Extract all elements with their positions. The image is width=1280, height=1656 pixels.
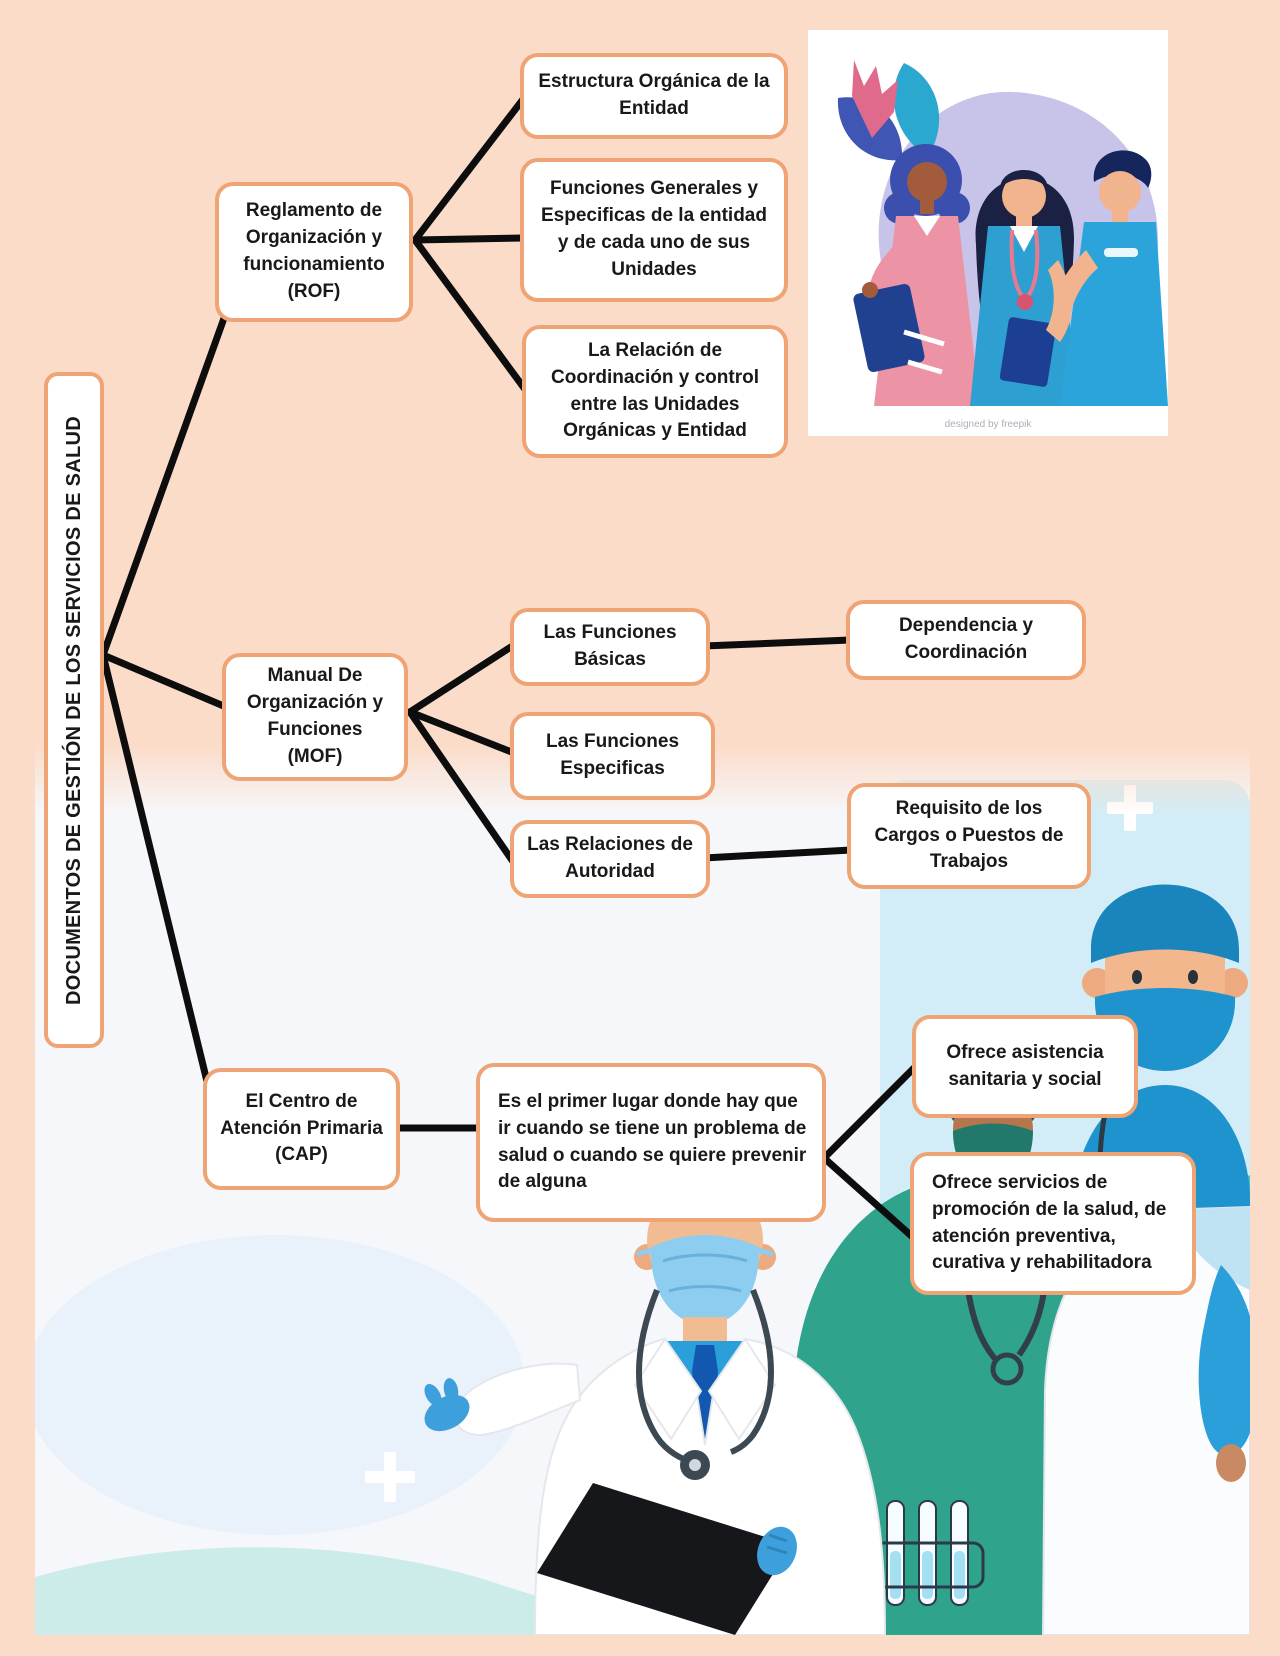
freepik-watermark: designed by freepik — [945, 419, 1033, 430]
plus-icon — [365, 1452, 415, 1502]
nurse-teal-figure — [970, 170, 1078, 406]
connector-line — [99, 292, 236, 659]
medical-team-illustration: designed by freepik — [808, 30, 1168, 436]
connector-line — [820, 1154, 920, 1244]
node-servicios-promocion-label: Ofrece servicios de promoción de la salu… — [932, 1171, 1167, 1274]
node-mof: Manual De Organización y Funciones (MOF) — [222, 653, 408, 781]
node-cap-label: El Centro de Atención Primaria (CAP) — [220, 1090, 383, 1166]
test-tubes-icon — [871, 1500, 985, 1606]
node-requisito-cargos-label: Requisito de los Cargos o Puestos de Tra… — [874, 797, 1064, 873]
node-cap: El Centro de Atención Primaria (CAP) — [203, 1068, 400, 1190]
connector-line — [406, 708, 520, 870]
connector-line — [411, 94, 528, 244]
connector-line — [411, 234, 528, 244]
connector-line — [700, 846, 855, 862]
node-funciones-generales: Funciones Generales y Especificas de la … — [520, 158, 788, 302]
node-rof-label: Reglamento de Organización y funcionamie… — [243, 200, 385, 302]
node-requisito-cargos: Requisito de los Cargos o Puestos de Tra… — [847, 783, 1091, 889]
connector-line — [406, 708, 518, 757]
connector-line — [99, 651, 230, 711]
connector-line — [99, 651, 216, 1106]
node-funciones-basicas-label: Las Funciones Básicas — [543, 622, 677, 670]
root-title-box: DOCUMENTOS DE GESTIÓN DE LOS SERVICIOS D… — [44, 372, 104, 1048]
connector-line — [700, 636, 854, 650]
node-dependencia-coordinacion: Dependencia y Coordinación — [846, 600, 1086, 680]
node-mof-label: Manual De Organización y Funciones (MOF) — [246, 665, 384, 767]
node-relaciones-autoridad: Las Relaciones de Autoridad — [510, 820, 710, 898]
root-title-label: DOCUMENTOS DE GESTIÓN DE LOS SERVICIOS D… — [62, 415, 85, 1005]
node-relacion-coordinacion: La Relación de Coordinación y control en… — [522, 325, 788, 458]
nurse-male-figure — [1054, 150, 1168, 406]
node-asistencia-sanitaria: Ofrece asistencia sanitaria y social — [912, 1015, 1138, 1118]
leaf-icon — [893, 63, 940, 156]
node-relacion-coordinacion-label: La Relación de Coordinación y control en… — [551, 339, 759, 442]
node-funciones-basicas: Las Funciones Básicas — [510, 608, 710, 686]
medical-team-art: designed by freepik — [837, 60, 1168, 430]
node-estructura-organica: Estructura Orgánica de la Entidad — [520, 53, 788, 139]
coral-icon — [852, 60, 898, 138]
connector-line — [411, 236, 531, 396]
node-funciones-generales-label: Funciones Generales y Especificas de la … — [541, 178, 767, 280]
mint-wave — [35, 1547, 697, 1635]
connector-line — [820, 1062, 920, 1162]
node-funciones-especificas-label: Las Funciones Especificas — [545, 731, 680, 779]
node-estructura-organica-label: Estructura Orgánica de la Entidad — [538, 71, 770, 119]
connector-line — [406, 641, 518, 716]
node-rof: Reglamento de Organización y funcionamie… — [215, 182, 413, 322]
node-servicios-promocion: Ofrece servicios de promoción de la salu… — [910, 1152, 1196, 1295]
node-dependencia-coordinacion-label: Dependencia y Coordinación — [898, 615, 1034, 663]
pale-blob — [35, 1235, 525, 1535]
node-relaciones-autoridad-label: Las Relaciones de Autoridad — [527, 834, 693, 882]
node-cap-description-label: Es el primer lugar donde hay que ir cuan… — [498, 1090, 807, 1193]
node-asistencia-sanitaria-label: Ofrece asistencia sanitaria y social — [946, 1041, 1104, 1090]
nurse-pink-figure — [853, 144, 980, 406]
node-cap-description: Es el primer lugar donde hay que ir cuan… — [476, 1063, 826, 1222]
node-funciones-especificas: Las Funciones Especificas — [510, 712, 715, 800]
